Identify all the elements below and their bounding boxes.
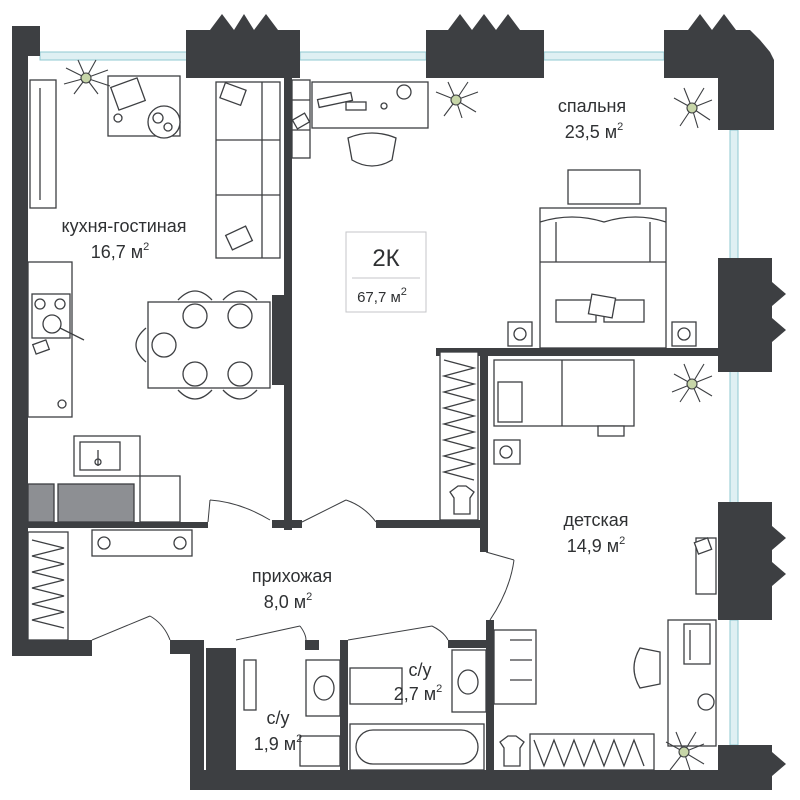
- kids-chair-2: [493, 629, 537, 705]
- nightstand: [507, 321, 533, 347]
- door: [235, 625, 307, 641]
- window-top-3: [543, 51, 665, 61]
- sofa: [215, 81, 281, 259]
- bath1-sink: [305, 659, 341, 717]
- cabinet: [57, 483, 135, 523]
- room-name-bath2: с/у: [408, 660, 431, 680]
- room-area-bath2: 2,7 м2: [394, 683, 443, 704]
- room-area-bedroom: 23,5 м2: [565, 121, 624, 142]
- room-name-bath1: с/у: [266, 708, 289, 728]
- desk-chair: [347, 132, 397, 167]
- door: [207, 499, 271, 523]
- bench: [567, 169, 641, 205]
- bedroom-furniture: [291, 79, 713, 349]
- bath2-sink: [451, 649, 487, 713]
- plant-icon: [435, 81, 479, 119]
- kids-furniture: [439, 351, 717, 771]
- column-right-1: [718, 258, 786, 372]
- column-top-2: [426, 14, 544, 78]
- room-labels: кухня-гостиная 16,7 м2 спальня 23,5 м2 д…: [62, 96, 629, 754]
- apartment-total-area: 67,7 м2: [357, 286, 407, 306]
- fridge: [27, 483, 55, 523]
- apartment-type-badge: 2К 67,7 м2: [345, 231, 427, 313]
- bed: [539, 207, 667, 349]
- room-area-hall: 8,0 м2: [264, 591, 313, 612]
- window-right-1: [729, 129, 739, 261]
- column-top-1: [186, 14, 300, 78]
- room-area-bath1: 1,9 м2: [254, 733, 303, 754]
- bath1-toilet: [299, 735, 341, 767]
- door: [485, 551, 515, 621]
- hall-furniture: [27, 529, 193, 641]
- column-top-3: [664, 14, 774, 130]
- window-top-1: [39, 51, 189, 61]
- window-top-2: [299, 51, 427, 61]
- apartment-type: 2К: [372, 245, 399, 272]
- door: [301, 499, 377, 523]
- kitchen-counter: [27, 261, 73, 418]
- plant-icon: [665, 731, 705, 771]
- room-name-kids: детская: [564, 510, 629, 530]
- dining-chairs: [135, 290, 258, 400]
- plant-icon: [673, 87, 713, 129]
- room-name-hall: прихожая: [252, 566, 332, 586]
- kitchen-living-furniture: [27, 59, 281, 523]
- room-name-kitchen: кухня-гостиная: [62, 216, 187, 236]
- doors: [91, 499, 515, 641]
- room-area-kids: 14,9 м2: [567, 535, 626, 556]
- plant-icon: [63, 59, 111, 95]
- column-right-2: [718, 502, 786, 620]
- kids-chair: [633, 647, 661, 689]
- window-right-2: [729, 369, 739, 506]
- toy-shelf: [529, 733, 655, 771]
- bathroom-fixtures: [243, 649, 487, 771]
- walls: [12, 14, 786, 790]
- room-area-kitchen: 16,7 м2: [91, 241, 150, 262]
- hall-bench: [91, 529, 193, 557]
- column-right-3: [190, 745, 786, 790]
- tv-stand: [29, 79, 57, 209]
- nightstand: [671, 321, 697, 347]
- plant-icon: [671, 363, 713, 403]
- door: [91, 615, 171, 641]
- side-table: [147, 105, 181, 139]
- window-right-3: [729, 619, 739, 746]
- toy-box: [493, 439, 521, 465]
- bathtub: [349, 723, 485, 771]
- hall-wardrobe: [27, 531, 69, 641]
- shower-tray: [349, 667, 403, 705]
- washer: [243, 659, 257, 711]
- room-name-bedroom: спальня: [558, 96, 626, 116]
- kitchen-sink: [73, 435, 141, 477]
- door: [347, 625, 449, 641]
